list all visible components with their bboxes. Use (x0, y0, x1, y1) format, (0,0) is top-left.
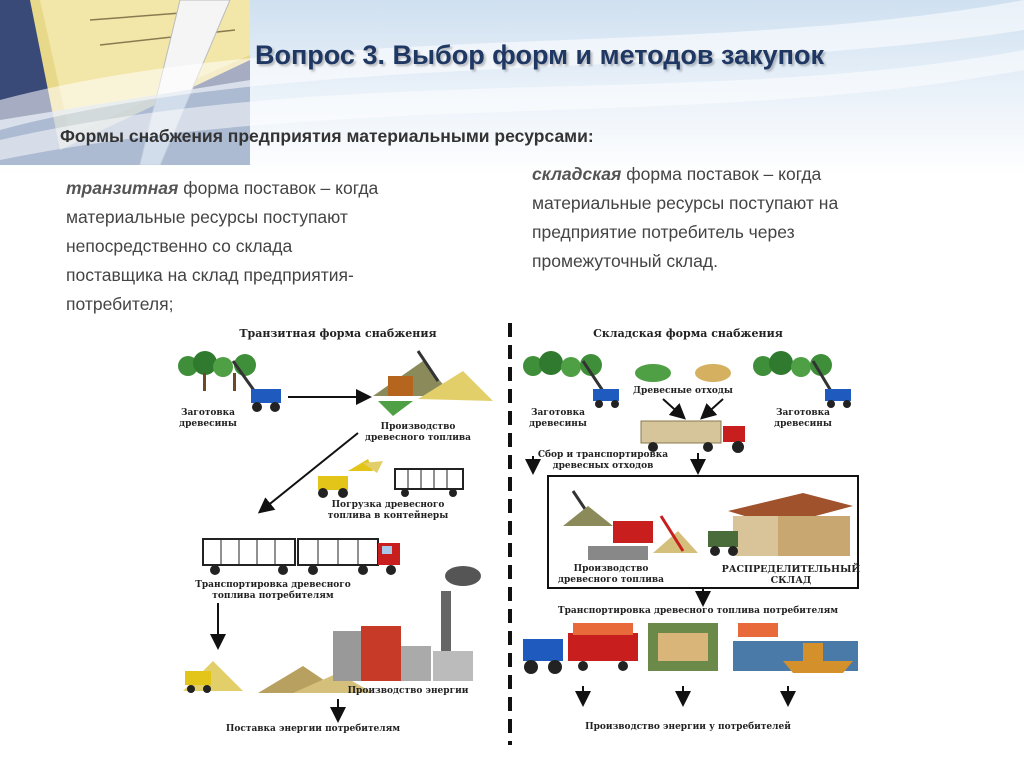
right-distribution-label-1: РАСПРЕДЕЛИТЕЛЬНЫЙ (722, 562, 861, 575)
slide-title: Вопрос 3. Выбор форм и методов закупок (255, 40, 824, 70)
warehouse-term: складская (532, 164, 622, 184)
right-harvest-right-label-1: Заготовка (776, 408, 830, 418)
warehouse-box (547, 475, 859, 589)
transit-term: транзитная (66, 178, 179, 198)
right-heading: Складская форма снабжения (593, 327, 783, 340)
warehouse-description: складская форма поставок – когда материа… (532, 164, 839, 271)
slide-subtitle: Формы снабжения предприятия материальным… (60, 126, 594, 146)
arrow-waste-left (662, 398, 686, 420)
right-production-label-1: Производство (574, 564, 649, 574)
header-swoosh (0, 0, 1024, 160)
right-production-label-2: древесного топлива (558, 575, 664, 585)
right-harvest-left-label-1: Заготовка (531, 408, 585, 418)
left-energy-label: Производство энергии (348, 686, 469, 696)
forest-harvester-right-icon (753, 351, 851, 408)
right-distribution-label-2: СКЛАД (771, 575, 812, 586)
right-collection-label-2: древесных отходов (553, 461, 654, 471)
waste-collection-truck-icon (640, 420, 745, 453)
supply-forms-diagram: Транзитная форма снабжения Заготовка дре… (163, 321, 873, 747)
transit-description: транзитная форма поставок – когда матери… (66, 178, 379, 314)
left-loading-label-1: Погрузка древесного (332, 500, 445, 510)
wood-waste-icon (635, 364, 731, 382)
right-transport-label: Транспортировка древесного топлива потре… (558, 605, 838, 616)
left-harvest-label-2: древесины (179, 419, 237, 429)
right-harvest-right-label-2: древесины (774, 419, 832, 429)
fuel-truck-icon (202, 538, 400, 575)
left-transport-label-2: топлива потребителям (212, 590, 334, 601)
left-transport-label-1: Транспортировка древесного (195, 580, 351, 590)
arrow-production-to-transport (257, 432, 359, 514)
right-harvest-left-label-2: древесины (529, 419, 587, 429)
right-waste-label: Древесные отходы (633, 386, 733, 396)
left-harvest-label-1: Заготовка (181, 408, 235, 418)
power-plant-icon (183, 566, 481, 693)
chipper-icon (373, 350, 493, 416)
left-loading-label-2: топлива в контейнеры (328, 510, 449, 521)
loader-container-icon (318, 459, 464, 498)
forest-harvester-icon (178, 351, 281, 412)
distribution-warehouse-icon (708, 493, 853, 556)
right-collection-label-1: Сбор и транспортировка (538, 449, 668, 460)
right-energy-label: Производство энергии у потребителей (585, 721, 791, 732)
left-delivery-label: Поставка энергии потребителям (226, 723, 400, 734)
arrow-waste-right (700, 398, 724, 420)
forest-harvester-left-icon (523, 351, 619, 408)
production-equipment-icon (563, 490, 698, 560)
left-production-label-1: Производство (381, 422, 456, 432)
left-production-label-2: древесного топлива (365, 433, 471, 443)
left-heading: Транзитная форма снабжения (239, 327, 436, 340)
transport-vehicles-icon (523, 623, 858, 674)
